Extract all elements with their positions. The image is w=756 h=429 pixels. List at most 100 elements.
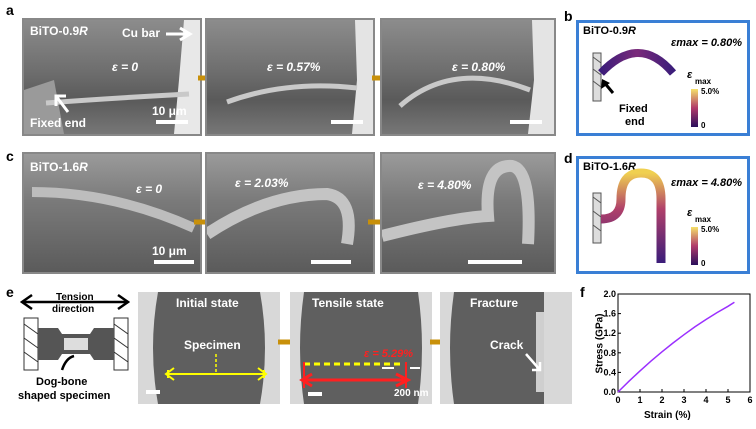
tension-arrow-icon [20, 293, 130, 311]
material-label-b: BiTO-0.9R [583, 25, 636, 37]
panel-label-c: c [6, 148, 14, 164]
sem-image-e1: Initial state Specimen [138, 292, 280, 404]
x-tick-label: 4 [703, 395, 708, 405]
state-label-initial: Initial state [176, 296, 239, 310]
scale-bar-a3 [510, 120, 542, 124]
x-tick-label: 0 [615, 395, 620, 405]
sem-image-c1: BiTO-1.6R ε = 0 10 μm [22, 152, 202, 274]
dogbone-label-2: shaped specimen [18, 390, 111, 402]
strain-label-c3: ε = 4.80% [418, 178, 472, 192]
strain-label-e: ε = 5.29% [364, 348, 413, 360]
panel-label-a: a [6, 2, 14, 18]
sem-e2-art [290, 292, 432, 404]
panel-label-b: b [564, 8, 573, 24]
material-suffix-a: R [79, 24, 88, 38]
material-name-c: BiTO-1.6 [30, 160, 80, 174]
y-tick-label: 0.4 [603, 367, 616, 377]
sem-c2-art [207, 187, 355, 246]
emax-text-b: εmax = 0.80% [671, 37, 743, 49]
fixed-end-arrow-icon [54, 94, 70, 113]
material-label-d: BiTO-1.6R [583, 161, 636, 173]
sem-a3-art [398, 20, 554, 134]
cu-bar-arrow-icon [166, 26, 193, 42]
colorbar-bottom-b: 0 [701, 121, 706, 130]
material-suffix-d: R [628, 161, 636, 173]
colorbar-top-b: 5.0% [701, 87, 720, 96]
direction-label: direction [52, 304, 95, 315]
x-tick-label: 5 [725, 395, 730, 405]
colorbar-title-d: ε [687, 207, 693, 219]
x-tick-label: 2 [659, 395, 664, 405]
material-name-b: BiTO-0.9 [583, 25, 629, 37]
scale-label-c: 10 μm [152, 244, 187, 258]
fixed-end-label-b2: end [625, 116, 645, 128]
emax-text-d: εmax = 4.80% [671, 177, 743, 189]
scale-bar-a2 [331, 120, 363, 124]
sem-image-a2: ε = 0.57% [205, 18, 375, 136]
material-label-a: BiTO-0.9R [30, 24, 88, 38]
colorbar-bottom-d: 0 [701, 259, 706, 268]
strain-label-c2: ε = 2.03% [235, 176, 289, 190]
strain-label-a3: ε = 0.80% [452, 60, 506, 74]
x-axis-label: Strain (%) [644, 410, 691, 421]
x-tick-label: 6 [747, 395, 752, 405]
strain-label-a2: ε = 0.57% [267, 60, 321, 74]
sem-image-c2: ε = 2.03% [205, 152, 375, 274]
material-label-c: BiTO-1.6R [30, 160, 88, 174]
colorbar-title-b: ε [687, 69, 693, 81]
colorbar-top-d: 5.0% [701, 225, 720, 234]
y-tick-label: 2.0 [603, 289, 616, 299]
dogbone-label-1: Dog-bone [36, 376, 88, 388]
scale-bar-e1 [146, 390, 160, 394]
tension-label: Tension [56, 292, 94, 303]
material-suffix-c: R [79, 160, 88, 174]
sem-e3-art [440, 292, 572, 404]
x-tick-label: 1 [637, 395, 642, 405]
fixed-end-label-a: Fixed end [30, 116, 87, 130]
scale-bar-c3 [468, 260, 522, 264]
strain-label-a1: ε = 0 [112, 60, 139, 74]
scale-label-a: 10 μm [152, 104, 187, 118]
scale-label-e: 200 nm [394, 388, 429, 399]
x-tick-label: 3 [681, 395, 686, 405]
colorbar-sub-d: max [695, 215, 712, 224]
colorbar-sub-b: max [695, 77, 712, 86]
specimen-label: Specimen [184, 338, 241, 352]
sem-e1-art [138, 292, 280, 404]
simulation-box-d: BiTO-1.6R εmax = 4.80% ε max 5.0% 0 [576, 156, 750, 274]
crack-label: Crack [490, 338, 524, 352]
panel-label-d: d [564, 150, 573, 166]
dog-bone-schematic [23, 317, 129, 371]
scale-bar-c1 [154, 260, 194, 264]
sem-c3-art [382, 160, 535, 245]
simulation-art-b [592, 49, 698, 127]
material-name-a: BiTO-0.9 [30, 24, 80, 38]
panel-label-e: e [6, 284, 14, 300]
fixed-end-label-b1: Fixed [619, 103, 648, 115]
panel-label-f: f [580, 284, 585, 300]
y-tick-label: 1.2 [603, 328, 616, 338]
state-label-tensile: Tensile state [312, 296, 384, 310]
scale-bar-a1 [156, 120, 188, 124]
plot-frame [617, 293, 751, 393]
scale-bar-e2 [308, 392, 322, 396]
strain-label-c1: ε = 0 [136, 182, 163, 196]
simulation-art-d [592, 168, 698, 265]
y-tick-label: 1.6 [603, 309, 616, 319]
crack-arrow-icon [525, 353, 542, 372]
cu-bar-label: Cu bar [122, 26, 161, 40]
sem-image-e3: Fracture Crack [440, 292, 572, 404]
simulation-box-b: BiTO-0.9R εmax = 0.80% ε max 5.0% 0 Fixe… [576, 20, 750, 136]
sem-a2-art [226, 20, 373, 134]
state-label-fracture: Fracture [470, 296, 519, 310]
material-name-d: BiTO-1.6 [583, 161, 629, 173]
sem-image-e2: Tensile state ε = 5.29% 200 nm [290, 292, 432, 404]
sem-image-a3: ε = 0.80% [380, 18, 556, 136]
sem-image-a1: BiTO-0.9R Cu bar ε = 0 Fixed end 10 μm [22, 18, 202, 136]
material-suffix-b: R [628, 25, 636, 37]
sem-c1-art [31, 187, 197, 233]
series-line [617, 301, 735, 393]
